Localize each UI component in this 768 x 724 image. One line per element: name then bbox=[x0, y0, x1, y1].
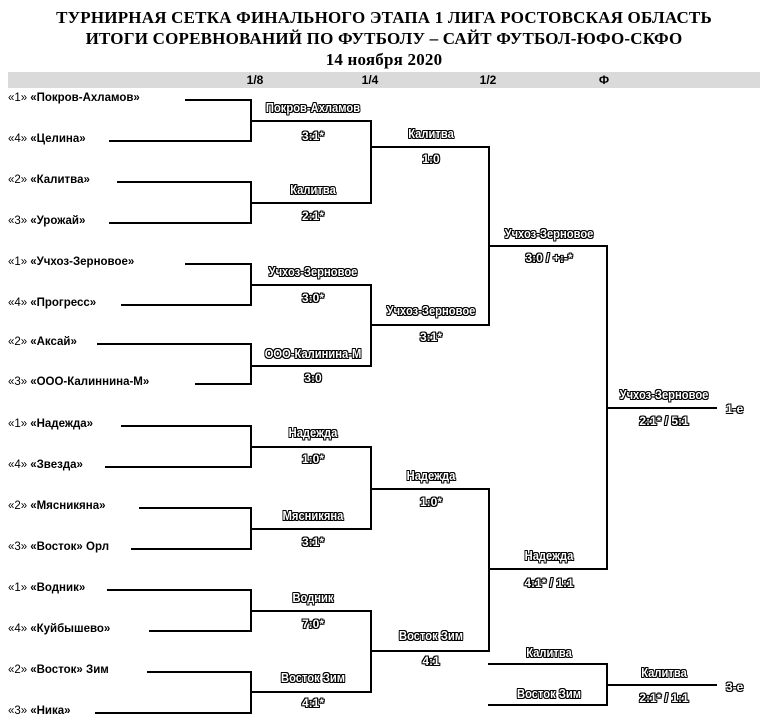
qf-winner: Восток Зим bbox=[399, 628, 463, 643]
final-score: 2:1* / 5:1 bbox=[639, 414, 689, 428]
r16-winner: Мясникяна bbox=[282, 508, 344, 523]
r16-winner: Учхоз-Зерновое bbox=[268, 264, 358, 279]
r16-winner: Покров-Ахламов bbox=[265, 100, 361, 115]
qf-score: 4:1 bbox=[422, 654, 440, 668]
team-entry: «1»«Учхоз-Зерновое» bbox=[8, 256, 135, 268]
team-entry: «1»«Надежда» bbox=[8, 418, 94, 430]
team-entry: «2»«Калитва» bbox=[8, 174, 90, 186]
qf-winner: Калитва bbox=[408, 126, 454, 141]
qf-score: 1:0* bbox=[419, 495, 442, 509]
sf-winner: Надежда bbox=[524, 548, 574, 563]
team-entry: «2»«Аксай» bbox=[8, 336, 77, 348]
round-label-r16: 1/8 bbox=[246, 73, 264, 87]
team-entry: «3»«ООО-Калиннина-М» bbox=[8, 376, 150, 388]
r16-winner: Водник bbox=[292, 590, 334, 605]
r16-score: 2:1* bbox=[301, 209, 324, 223]
sf-score: 4:1* / 1:1 bbox=[524, 576, 574, 590]
r16-score: 3:0* bbox=[301, 291, 324, 305]
team-entry: «1»«Покров-Ахламов» bbox=[8, 92, 140, 104]
title-date: 14 ноября 2020 bbox=[325, 50, 443, 69]
team-entry: «3»«Урожай» bbox=[8, 215, 86, 227]
r16-score: 3:1* bbox=[301, 129, 324, 143]
qf-winner: Надежда bbox=[406, 468, 456, 483]
sf-score: 3:0 / +:-* bbox=[525, 251, 573, 265]
team-entry: «3»«Ника» bbox=[8, 705, 71, 717]
r16-winner: Калитва bbox=[290, 182, 336, 197]
team-entry: «4»«Куйбышево» bbox=[8, 623, 111, 635]
r16-score: 4:1* bbox=[301, 696, 324, 710]
r16-score: 7:0* bbox=[301, 617, 324, 631]
team-entry: «4»«Звезда» bbox=[8, 459, 83, 471]
team-entry: «3»«Восток» Орл bbox=[8, 541, 109, 553]
rounds-header: 1/8 1/4 1/2 Ф bbox=[8, 72, 760, 88]
team-entry: «4»«Прогресс» bbox=[8, 297, 97, 309]
final-winner: Учхоз-Зерновое bbox=[619, 387, 709, 402]
round-label-sf: 1/2 bbox=[479, 73, 497, 87]
round-label-qf: 1/4 bbox=[361, 73, 379, 87]
title-line-1: ТУРНИРНАЯ СЕТКА ФИНАЛЬНОГО ЭТАПА 1 ЛИГА … bbox=[56, 8, 712, 27]
r16-winner: Надежда bbox=[288, 425, 338, 440]
third-winner: Калитва bbox=[641, 665, 687, 680]
title-line-2: ИТОГИ СОРЕВНОВАНИЙ ПО ФУТБОЛУ – САЙТ ФУТ… bbox=[85, 29, 683, 48]
qf-winner: Учхоз-Зерновое bbox=[386, 303, 476, 318]
r16-winner: ООО-Калинина-М bbox=[264, 346, 362, 361]
r16-score: 3:0 bbox=[304, 371, 322, 385]
r16-winner: Восток Зим bbox=[281, 670, 345, 685]
qf-score: 3:1* bbox=[419, 330, 442, 344]
team-entry: «1»«Водник» bbox=[8, 582, 86, 594]
third-score: 2:1* / 1:1 bbox=[639, 691, 689, 705]
r16-score: 3:1* bbox=[301, 535, 324, 549]
sf-winner: Учхоз-Зерновое bbox=[504, 226, 594, 241]
round-label-final: Ф bbox=[598, 73, 610, 87]
r16-score: 1:0* bbox=[301, 452, 324, 466]
place-3-label: 3-е bbox=[726, 680, 744, 694]
third-team-a: Калитва bbox=[526, 645, 572, 660]
team-entry: «2»«Восток» Зим bbox=[8, 664, 109, 676]
team-entry: «4»«Целина» bbox=[8, 133, 86, 145]
place-1-label: 1-е bbox=[726, 402, 744, 416]
third-team-b: Восток Зим bbox=[517, 686, 581, 701]
team-entry: «2»«Мясникяна» bbox=[8, 500, 106, 512]
qf-score: 1:0 bbox=[422, 152, 440, 166]
